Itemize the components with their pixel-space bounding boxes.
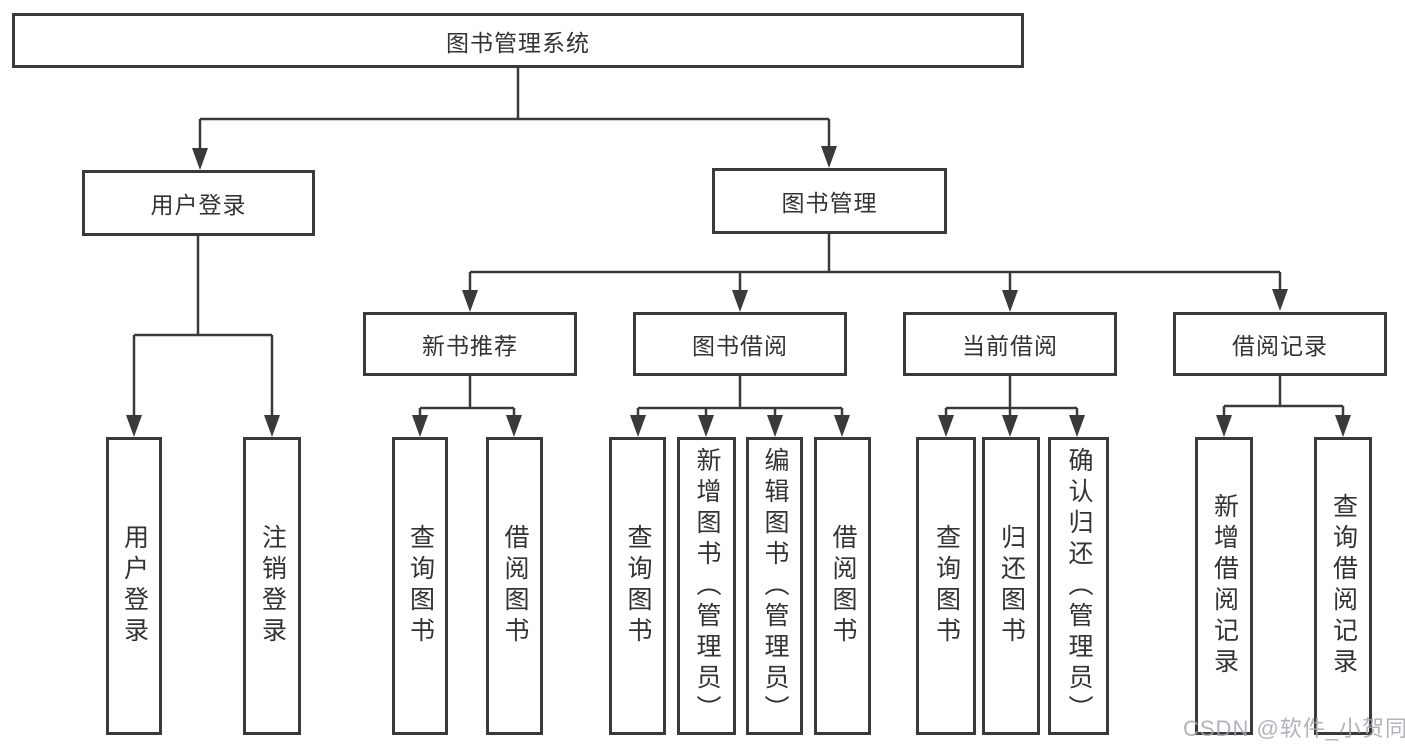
- watermark: CSDN @软件_小贺同学: [1183, 716, 1405, 741]
- leaf-logout: 注销登录: [243, 437, 301, 735]
- node-current-borrowing: 当前借阅: [903, 312, 1117, 376]
- leaf-borrow-books: 借阅图书: [814, 437, 871, 735]
- leaf-query-borrow-record: 查询借阅记录: [1314, 437, 1372, 735]
- leaf-query-books-borrow: 查询图书: [609, 437, 666, 735]
- leaf-return-book: 归还图书: [982, 437, 1040, 735]
- leaf-query-books-recommend: 查询图书: [392, 437, 448, 735]
- node-book-management: 图书管理: [712, 168, 947, 234]
- leaf-borrow-books-recommend: 借阅图书: [486, 437, 543, 735]
- leaf-query-books-current: 查询图书: [916, 437, 976, 735]
- leaf-add-borrow-record: 新增借阅记录: [1195, 437, 1253, 735]
- arrowheads: [126, 146, 1351, 437]
- leaf-edit-book-admin: 编辑图书（管理员）: [746, 437, 803, 735]
- node-borrowing-records: 借阅记录: [1173, 312, 1387, 376]
- node-library-management-system: 图书管理系统: [12, 13, 1024, 68]
- node-user-login: 用户登录: [82, 170, 315, 236]
- node-book-borrowing: 图书借阅: [633, 312, 847, 376]
- leaf-user-login: 用户登录: [106, 437, 162, 735]
- leaf-add-book-admin: 新增图书（管理员）: [677, 437, 736, 735]
- node-new-book-recommendation: 新书推荐: [363, 312, 577, 376]
- leaf-confirm-return-admin: 确认归还（管理员）: [1048, 437, 1109, 735]
